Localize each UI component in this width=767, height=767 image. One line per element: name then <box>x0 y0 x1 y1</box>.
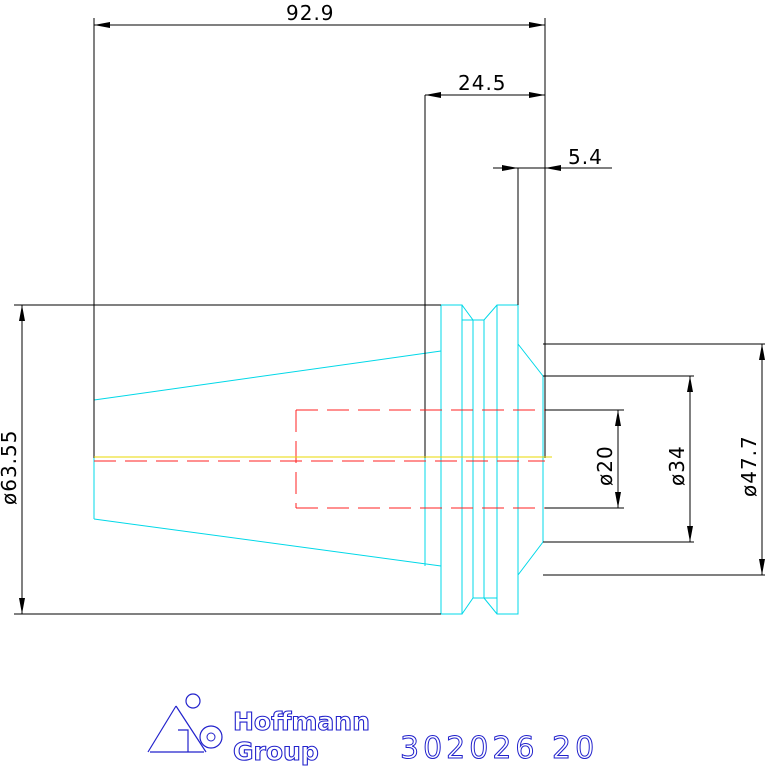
dim-flange-diameter: ø63.55 <box>0 430 21 506</box>
dim-overall-length: 92.9 <box>286 1 335 25</box>
hidden-bore <box>94 409 545 509</box>
extension-lines <box>14 18 765 615</box>
dim-nose-diameter: ø34 <box>665 445 689 486</box>
hoffmann-group-logo: Hoffmann Group <box>147 693 370 767</box>
nose-chamfer <box>517 343 544 576</box>
logo-head-icon <box>185 693 201 709</box>
part-outline <box>93 304 544 615</box>
part-number: 302026 20 <box>400 731 598 766</box>
brand-name-line-1: Hoffmann <box>233 707 370 736</box>
dim-face-diameter: ø47.7 <box>737 435 761 497</box>
logo-figure-icon <box>147 705 207 753</box>
brand-name-line-2: Group <box>233 737 319 766</box>
flange-body <box>440 304 519 615</box>
logo-gear-icon <box>199 725 223 749</box>
dimension-lines <box>19 22 765 614</box>
dim-slot-width: 5.4 <box>568 145 603 169</box>
taper-cone <box>93 350 442 567</box>
dim-bore-diameter: ø20 <box>593 445 617 486</box>
dim-flange-length: 24.5 <box>458 71 507 95</box>
flange-groove <box>462 305 498 614</box>
